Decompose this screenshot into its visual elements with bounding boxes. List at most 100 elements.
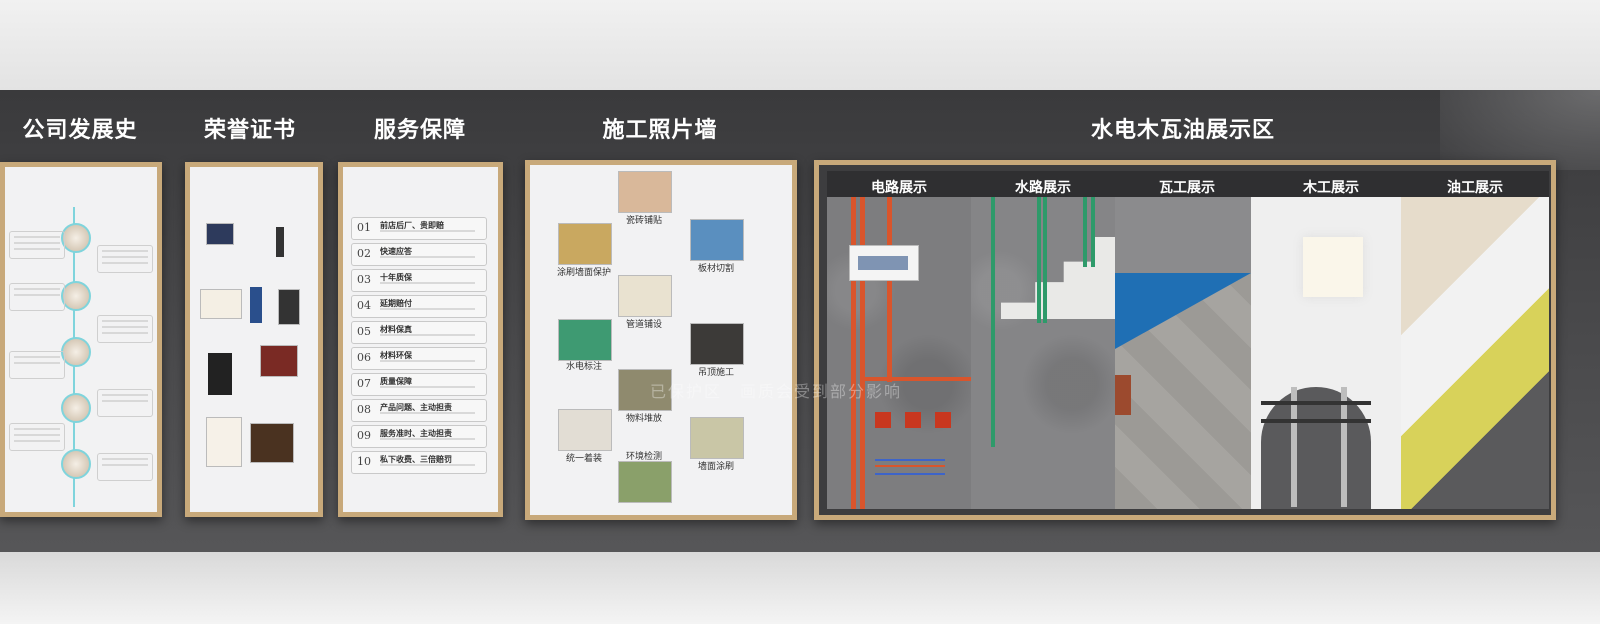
timeline-photo: [61, 281, 91, 311]
title-honors: 荣誉证书: [203, 118, 297, 143]
label-board-cut: 板材切割: [697, 264, 735, 274]
service-item-desc-line: [380, 438, 475, 440]
label-paint: 墙面涂刷: [697, 462, 735, 472]
certificate-image: [206, 417, 242, 467]
electric-conduit: [860, 197, 865, 509]
service-item-title: 材料保真: [380, 325, 412, 334]
wire: [875, 459, 945, 461]
floor: [0, 552, 1600, 624]
electric-conduit: [865, 377, 971, 381]
service-item-title: 材料环保: [380, 351, 412, 360]
stair-structure: [1001, 237, 1115, 319]
socket-box: [875, 412, 891, 428]
title-history: 公司发展史: [22, 118, 138, 143]
photo-env: [618, 461, 672, 503]
service-item: 10 私下收费、三倍赔罚: [351, 451, 487, 474]
history-frame: [0, 162, 162, 517]
trophy-image: [276, 227, 284, 257]
service-item-number: 04: [357, 299, 371, 312]
wire: [875, 465, 945, 467]
tile-zone: [1115, 197, 1251, 509]
electric-conduit: [887, 197, 892, 382]
service-item: 05 材料保真: [351, 321, 487, 344]
water-pipe: [1037, 197, 1041, 323]
photo-wall-protect: [558, 223, 612, 265]
service-item-title: 私下收费、三倍赔罚: [380, 455, 452, 464]
label-ceiling: 吊顶施工: [697, 368, 735, 378]
title-showcase: 水电木瓦油展示区: [1090, 118, 1276, 143]
service-item: 04 延期赔付: [351, 295, 487, 318]
service-item-desc-line: [380, 308, 475, 310]
service-item-number: 03: [357, 273, 371, 286]
wire: [875, 473, 945, 475]
service-item-desc-line: [380, 334, 475, 336]
service-item-title: 延期赔付: [380, 299, 412, 308]
water-pipe: [1043, 197, 1047, 323]
service-item-number: 09: [357, 429, 371, 442]
trophy-image: [250, 287, 262, 323]
label-tile-show: 瓦工展示: [1159, 180, 1215, 196]
water-pipe: [1083, 197, 1087, 267]
service-item-desc-line: [380, 256, 475, 258]
keel-stud: [1341, 387, 1347, 507]
service-item-number: 01: [357, 221, 371, 234]
photo-stack: [618, 369, 672, 411]
water-pipe: [991, 197, 995, 447]
showcase-header: 电路展示 水路展示 瓦工展示 木工展示 油工展示: [827, 171, 1549, 197]
service-item: 09 服务准时、主动担责: [351, 425, 487, 448]
label-pipe: 管道铺设: [625, 320, 663, 330]
service-item-number: 05: [357, 325, 371, 338]
electric-zone: [827, 197, 971, 509]
watermark-text: 已保护区 画质会受到部分影响: [650, 382, 903, 401]
timeline-text: [9, 423, 65, 451]
service-item-desc-line: [380, 230, 475, 232]
certificate-image: [200, 289, 242, 319]
label-paint-show: 油工展示: [1447, 180, 1503, 196]
brick-edge: [1115, 375, 1131, 415]
service-item-title: 十年质保: [380, 273, 412, 282]
timeline-text: [97, 245, 153, 273]
timeline-photo: [61, 449, 91, 479]
keel-bar: [1261, 401, 1371, 405]
plaque-image: [250, 423, 294, 463]
photos-panel: 瓷砖铺贴 涂刷墙面保护 板材切割 管道铺设 水电标注 吊顶施工 物料堆放 统一着…: [530, 165, 792, 515]
history-panel: [5, 167, 157, 512]
timeline-text: [97, 389, 153, 417]
service-item: 07 质量保障: [351, 373, 487, 396]
water-zone: [971, 197, 1115, 509]
socket-box: [935, 412, 951, 428]
showcase-panel: 电路展示 水路展示 瓦工展示 木工展示 油工展示: [819, 165, 1551, 515]
service-item-title: 产品问题、主动担责: [380, 403, 452, 412]
timeline-text: [9, 283, 65, 311]
timeline-text: [9, 351, 65, 379]
service-item-desc-line: [380, 464, 475, 466]
plaque-image: [260, 345, 298, 377]
photo-mark: [558, 319, 612, 361]
showcase-frame: 电路展示 水路展示 瓦工展示 木工展示 油工展示: [814, 160, 1556, 520]
service-item-title: 前店后厂、贵即赔: [380, 221, 444, 230]
timeline-photo: [61, 337, 91, 367]
wood-frame-arch: [1261, 387, 1371, 509]
label-water: 水路展示: [1015, 180, 1071, 196]
service-item-number: 10: [357, 455, 371, 468]
label-wood: 木工展示: [1303, 180, 1359, 196]
timeline-photo: [61, 223, 91, 253]
label-wall-protect: 涂刷墙面保护: [556, 268, 612, 278]
ceiling: [0, 0, 1600, 90]
service-item-number: 02: [357, 247, 371, 260]
service-item-title: 服务准时、主动担责: [380, 429, 452, 438]
socket-box: [905, 412, 921, 428]
service-item-number: 07: [357, 377, 371, 390]
honors-panel: [190, 167, 318, 512]
service-item-title: 质量保障: [380, 377, 412, 386]
photo-board-cut: [690, 219, 744, 261]
title-photos: 施工照片墙: [602, 118, 718, 143]
paint-layers: [1401, 197, 1549, 509]
label-env: 环境检测: [625, 452, 663, 462]
service-item-desc-line: [380, 360, 475, 362]
